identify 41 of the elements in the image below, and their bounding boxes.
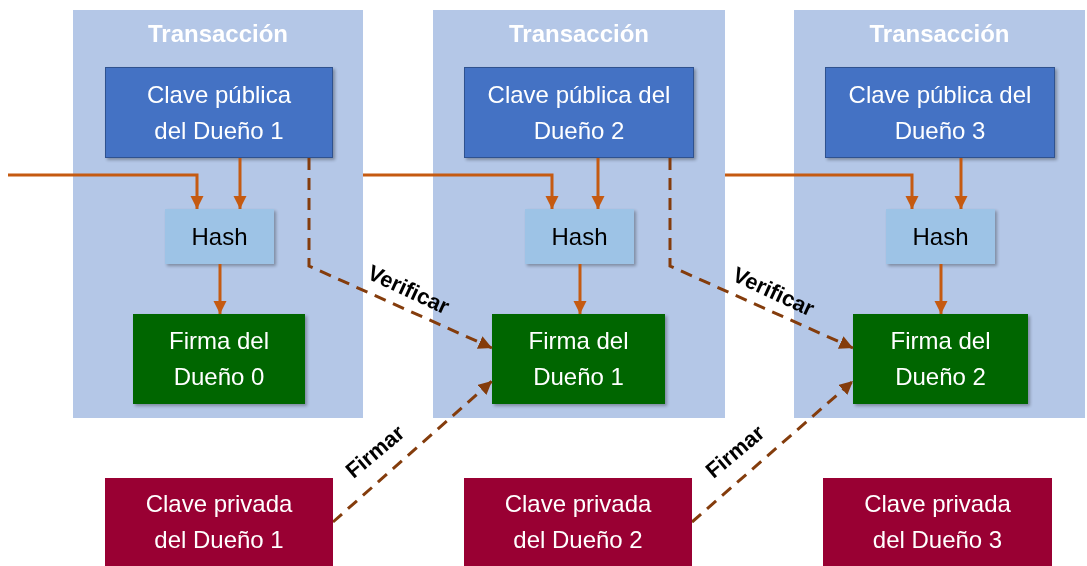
arrow [668,158,854,350]
hash-box [525,209,634,264]
signature-box [133,314,305,404]
arrow [8,173,204,209]
arrow [934,264,948,314]
transaction-panel [73,10,363,418]
arrow [954,158,968,209]
hash-box [886,209,995,264]
panel-title: Transacción [147,20,289,48]
box-label: Hash [912,222,969,251]
arrow [332,379,493,524]
box-label: Firma del Dueño 2 [889,326,992,392]
private-key-box [823,478,1052,566]
box-label: Clave privada del Dueño 1 [144,489,294,555]
arrow [725,173,919,209]
private-key-box [464,478,692,566]
arrow [213,264,227,314]
box-label: Clave pública del Dueño 1 [145,79,293,146]
box-label: Clave pública del Dueño 3 [848,79,1032,146]
public-key-box [105,67,333,158]
box-label: Clave privada del Dueño 2 [503,489,653,555]
box-label: Hash [551,222,608,251]
arrow [573,264,587,314]
arrow [691,379,854,524]
private-key-box [105,478,333,566]
box-label: Firma del Dueño 0 [168,326,270,392]
panel-title: Transacción [508,20,650,48]
arrow [307,158,493,350]
public-key-box [464,67,694,158]
signature-box [853,314,1028,404]
box-label: Clave pública del Dueño 2 [487,79,671,146]
signature-box [492,314,665,404]
box-label: Hash [191,222,248,251]
arrow [233,158,247,209]
hash-box [165,209,274,264]
public-key-box [825,67,1055,158]
box-label: Clave privada del Dueño 3 [863,489,1012,555]
arrow [363,173,559,209]
arrow [591,158,605,209]
box-label: Firma del Dueño 1 [527,326,630,392]
panel-title: Transacción [869,20,1010,48]
